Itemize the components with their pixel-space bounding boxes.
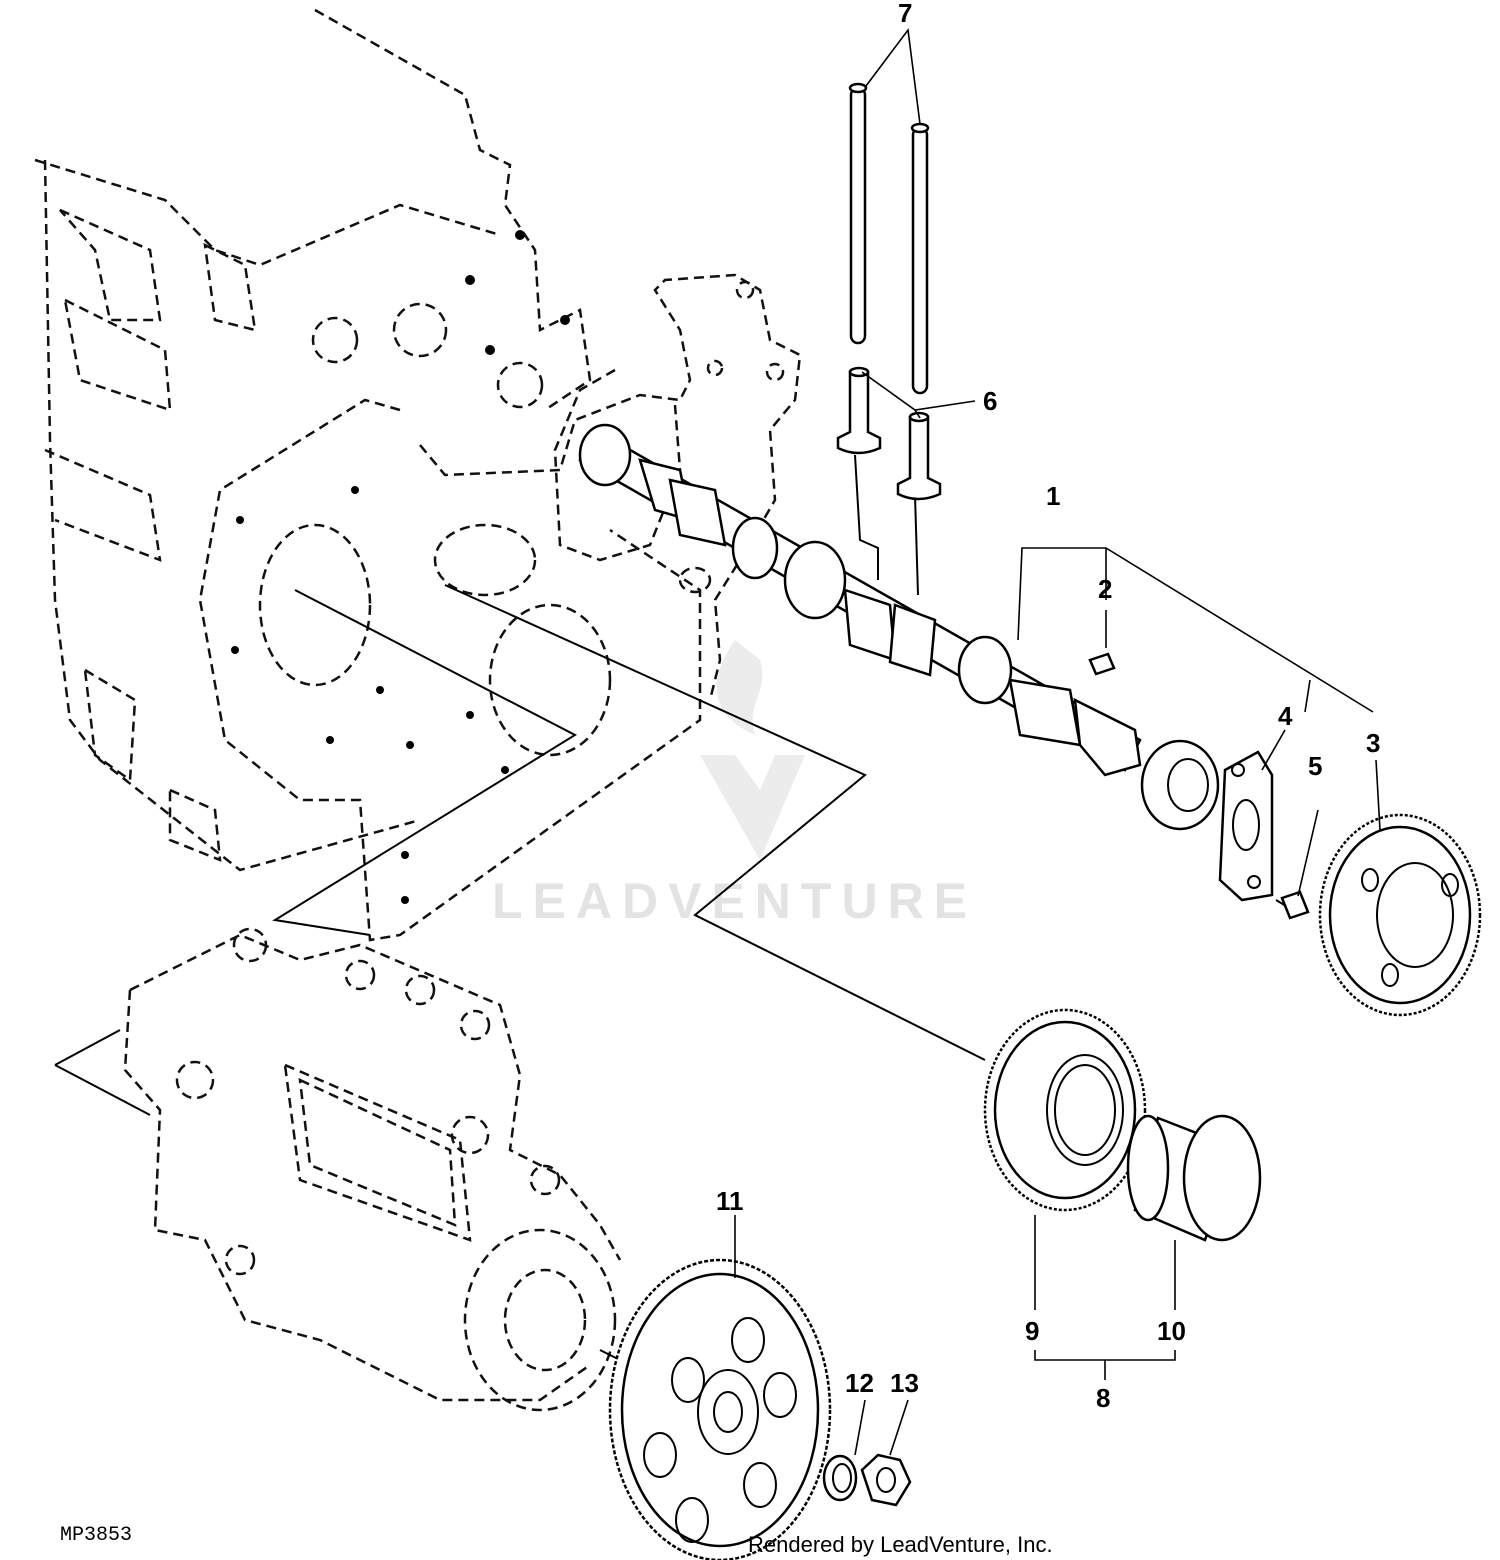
idler-gear <box>983 1008 1147 1212</box>
callout-12: 12 <box>845 1368 874 1398</box>
leader-lines <box>734 27 1381 1456</box>
camshaft-spacer <box>1140 739 1220 831</box>
callout-7: 7 <box>898 0 912 28</box>
callout-11: 11 <box>716 1186 744 1216</box>
cam-follower <box>896 411 942 501</box>
render-credit: Rendered by LeadVenture, Inc. <box>748 1532 1053 1557</box>
callout-10: 10 <box>1157 1316 1186 1346</box>
figure-code: MP3853 <box>60 1524 132 1547</box>
push-rod <box>848 82 868 345</box>
callout-2: 2 <box>1098 574 1112 604</box>
watermark-text: LEADVENTURE <box>492 873 977 929</box>
pump-drive-gear <box>608 1258 832 1560</box>
cap-screw <box>1275 890 1310 920</box>
callout-3: 3 <box>1366 728 1380 758</box>
leadventure-watermark: LEADVENTURE <box>492 640 977 929</box>
camshaft-gear <box>1318 813 1482 1017</box>
callout-labels: 7 6 1 2 4 3 5 11 9 10 8 12 13 <box>716 0 1380 1413</box>
camshaft-housing-outline <box>419 273 802 701</box>
callout-9: 9 <box>1025 1316 1039 1346</box>
cam-follower <box>836 366 882 455</box>
callout-5: 5 <box>1308 751 1322 781</box>
callout-4: 4 <box>1278 701 1293 731</box>
callout-6: 6 <box>983 386 997 416</box>
callout-13: 13 <box>890 1368 919 1398</box>
idler-bushing <box>1126 1114 1262 1242</box>
camshaft <box>578 423 1142 777</box>
engine-block-outline <box>34 8 592 872</box>
thrust-plate <box>1218 750 1274 902</box>
callout-8: 8 <box>1096 1383 1110 1413</box>
woodruff-key <box>1088 652 1116 676</box>
callout-1: 1 <box>1046 481 1060 511</box>
push-rod <box>910 122 930 395</box>
injection-pump-outline <box>123 927 622 1412</box>
front-plate-outline <box>198 398 702 942</box>
hex-nut <box>860 1453 912 1507</box>
washer <box>822 1454 858 1502</box>
